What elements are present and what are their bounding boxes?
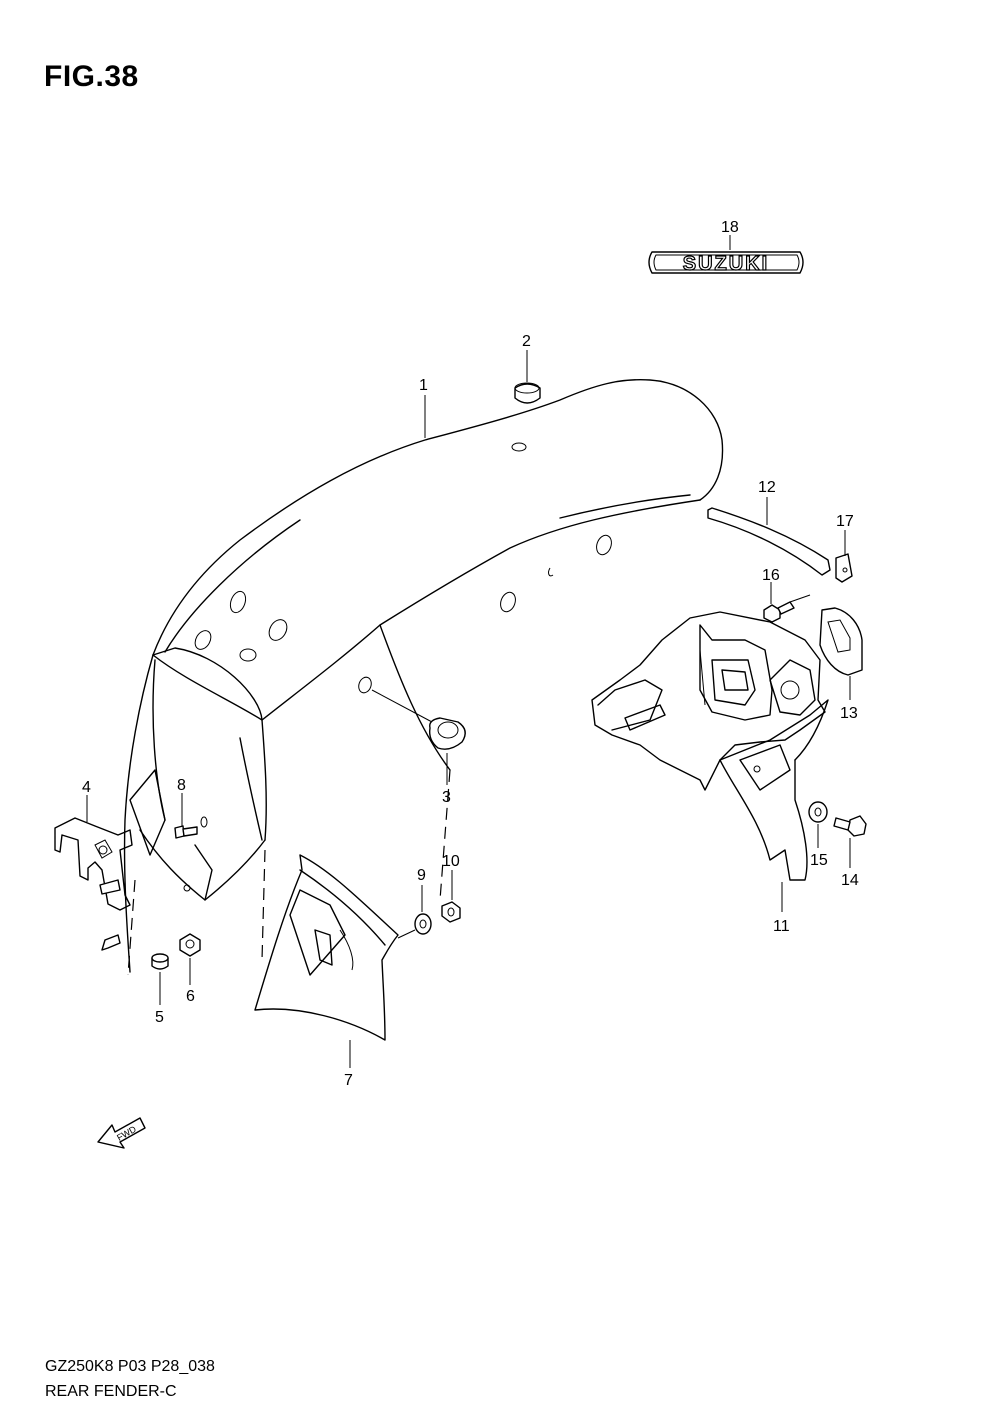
callout-5: 5: [155, 1009, 164, 1026]
callout-13: 13: [840, 705, 858, 722]
callout-7: 7: [344, 1072, 353, 1089]
callout-8: 8: [177, 777, 186, 794]
bolt-14: [833, 815, 867, 837]
rear-fender-body: [123, 378, 724, 976]
callout-4: 4: [82, 779, 91, 796]
figure-title: FIG.38: [44, 60, 139, 93]
mud-flap: [254, 854, 416, 1041]
bracket-left: [54, 817, 133, 951]
diagram-code: GZ250K8 P03 P28_038: [45, 1358, 215, 1375]
callout-16: 16: [762, 567, 780, 584]
callout-3: 3: [442, 789, 451, 806]
callout-1: 1: [419, 377, 428, 394]
diagram-name: REAR FENDER-C: [45, 1383, 177, 1400]
collar-5: [151, 953, 169, 970]
washer-9: [414, 913, 432, 935]
callout-numbers: 1 2 3 4 5 6 7 8 9 10 11 12 13 14 15 16 1…: [82, 219, 859, 1089]
grommet-top: [514, 382, 541, 404]
emblem-text: SUZUKI: [683, 253, 769, 275]
bolt-8: [174, 825, 198, 839]
callout-2: 2: [522, 333, 531, 350]
leader-lines: [86, 235, 851, 1068]
callout-15: 15: [810, 852, 828, 869]
grommet-side: [371, 689, 466, 750]
fwd-arrow: FWD: [97, 1117, 146, 1149]
callout-9: 9: [417, 867, 426, 884]
callout-6: 6: [186, 988, 195, 1005]
nut-6: [179, 933, 201, 957]
callout-18: 18: [721, 219, 739, 236]
license-bracket: [591, 611, 829, 881]
strip-12: [707, 507, 831, 576]
plate-17: [835, 553, 853, 583]
callout-11: 11: [773, 918, 790, 935]
bolt-16: [763, 594, 811, 623]
nut-10: [441, 901, 461, 923]
pad-13: [819, 607, 863, 676]
callout-17: 17: [836, 513, 854, 530]
callout-12: 12: [758, 479, 776, 496]
washer-15: [808, 801, 828, 823]
callout-10: 10: [442, 853, 460, 870]
callout-14: 14: [841, 872, 859, 889]
suzuki-emblem: SUZUKI: [648, 251, 804, 276]
